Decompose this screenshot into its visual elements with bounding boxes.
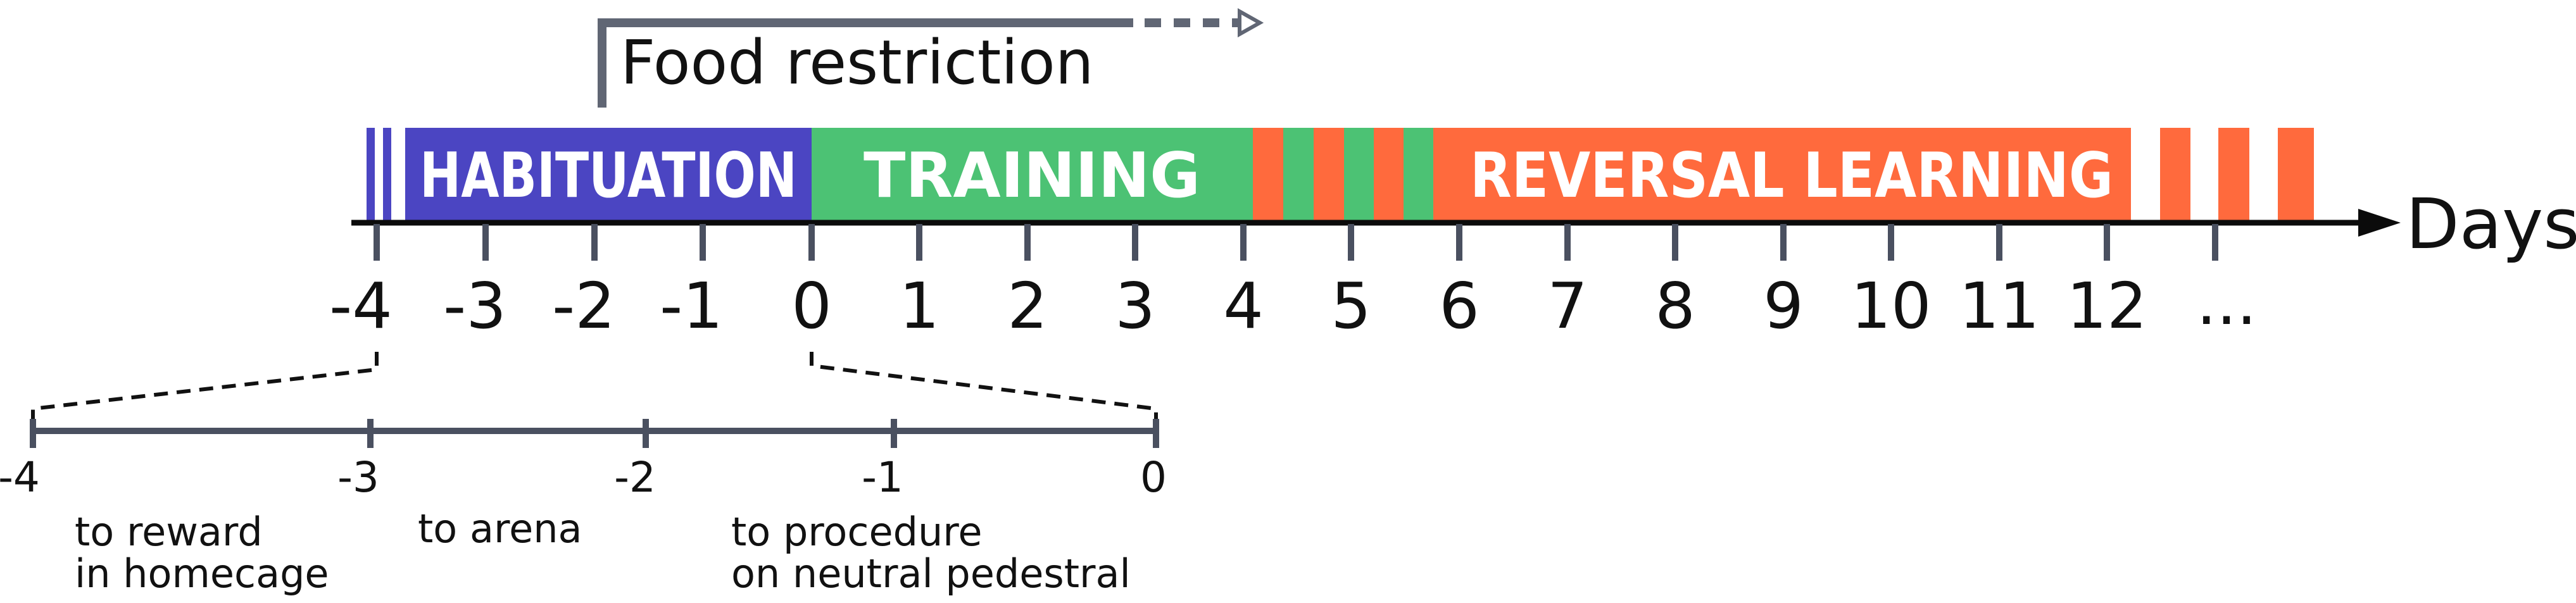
training-block: [1344, 128, 1374, 221]
description-procedure-line1: to procedure: [731, 509, 983, 555]
training-band: [812, 128, 1253, 221]
tick-label: 5: [1331, 269, 1371, 343]
main-tick-marks: [374, 224, 2218, 261]
reversal-learning-band: [1433, 128, 2131, 221]
zoom-connectors: [31, 352, 1158, 423]
tick-label: 9: [1763, 269, 1804, 343]
sub-tick-label: -3: [337, 453, 379, 502]
food-restriction-bracket: Food restriction: [598, 8, 1264, 108]
reversal-block: [2160, 128, 2190, 221]
tick-label: -2: [552, 269, 615, 343]
training-block: [1283, 128, 1314, 221]
phase-bands: HABITUATION TRAINING REVERSAL LEARNING: [367, 128, 2314, 221]
tick-label: -3: [443, 269, 506, 343]
habituation-label: HABITUATION: [420, 140, 797, 212]
habituation-band: [405, 128, 812, 221]
main-tick-labels: -4 -3 -2 -1 0 1 2 3 4 5 6 7 8 9 10 11 12…: [329, 265, 2257, 343]
tick-label: 11: [1959, 269, 2039, 343]
arrowhead-icon: [1238, 8, 1264, 38]
tick-label: 4: [1223, 269, 1264, 343]
tick-label: 6: [1439, 269, 1480, 343]
main-axis: Days -4 -3 -2 -1 0 1: [329, 183, 2576, 343]
habituation-zoom-axis: -4 -3 -2 -1 0 to reward in homecage to a…: [0, 419, 1167, 597]
tick-label: 8: [1655, 269, 1695, 343]
tick-label: 3: [1115, 269, 1155, 343]
reversal-block: [1314, 128, 1344, 221]
reversal-block: [2218, 128, 2249, 221]
axis-arrowhead-icon: [2358, 209, 2401, 237]
habituation-stripe-2: [383, 128, 391, 221]
sub-tick-label: -2: [614, 453, 656, 502]
training-block: [1404, 128, 1433, 221]
description-procedure-line2: on neutral pedestral: [731, 550, 1131, 597]
sub-tick-label: -1: [862, 453, 903, 502]
training-label: TRAINING: [864, 140, 1200, 212]
zoom-connector-left: [31, 352, 379, 423]
tick-label: 7: [1547, 269, 1588, 343]
description-arena: to arena: [418, 506, 582, 552]
tick-label: 1: [899, 269, 939, 343]
description-reward-line1: to reward: [75, 509, 263, 555]
reversal-block: [2278, 128, 2314, 221]
tick-label: -1: [660, 269, 723, 343]
sub-tick-label: -4: [0, 453, 40, 502]
tick-label: 0: [791, 269, 832, 343]
food-restriction-bracket-line: [598, 18, 1133, 108]
tick-label: -4: [329, 269, 393, 343]
food-restriction-label: Food restriction: [620, 27, 1094, 98]
reversal-block: [1374, 128, 1404, 221]
description-reward-line2: in homecage: [75, 550, 329, 597]
sub-tick-label: 0: [1140, 453, 1167, 502]
axis-name-days: Days: [2406, 183, 2576, 264]
ellipsis-label: ...: [2196, 265, 2256, 339]
reversal-learning-label: REVERSAL LEARNING: [1470, 140, 2113, 212]
habituation-stripe-1: [367, 128, 375, 221]
tick-label: 10: [1850, 269, 1931, 343]
zoom-connector-right: [810, 352, 1158, 423]
reversal-block: [1253, 128, 1283, 221]
tick-label: 2: [1007, 269, 1048, 343]
tick-label: 12: [2066, 269, 2147, 343]
